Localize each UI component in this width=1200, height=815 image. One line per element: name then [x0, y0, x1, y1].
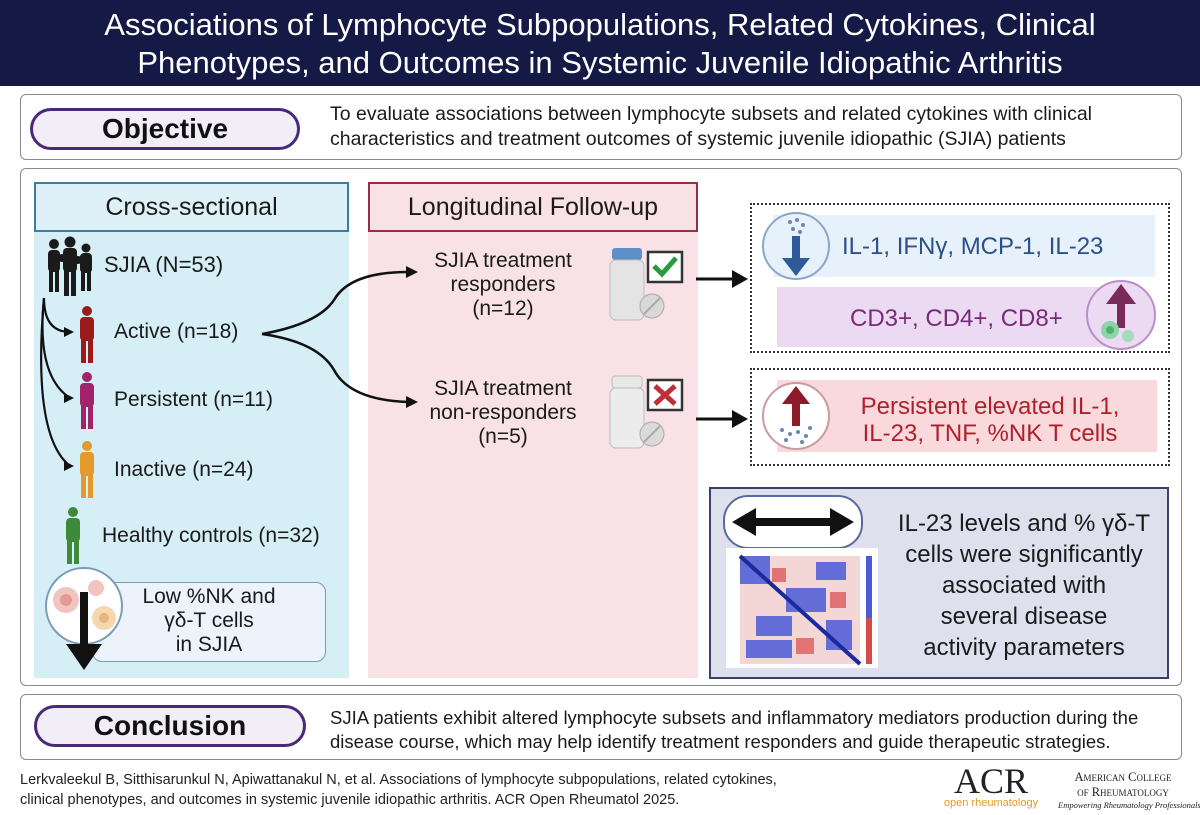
- title-line-2: Phenotypes, and Outcomes in Systemic Juv…: [137, 45, 1063, 80]
- title-line-1: Associations of Lymphocyte Subpopulation…: [104, 7, 1096, 42]
- active-person-icon: [80, 306, 94, 363]
- responders-line-2: responders: [450, 273, 556, 296]
- responder-outcome-box: [750, 203, 1170, 353]
- nonresponders-line-1: SJIA treatment: [434, 377, 572, 400]
- decreased-cytokines-text: IL-1, IFNγ, MCP-1, IL-23: [842, 233, 1104, 260]
- sjia-total-label: SJIA (N=53): [104, 252, 224, 277]
- people-group-icon: [48, 236, 92, 296]
- active-label: Active (n=18): [114, 320, 239, 343]
- responders-line-3: (n=12): [472, 297, 534, 320]
- double-arrow-icon: [723, 495, 863, 549]
- objective-text-2: characteristics and treatment outcomes o…: [330, 128, 1066, 150]
- decreased-cytokines-band: [773, 215, 1155, 277]
- association-line-3: associated with: [941, 572, 1107, 599]
- control-person-icon: [66, 507, 80, 564]
- nonresponders-line-2: non-responders: [429, 401, 577, 424]
- down-arrow-icon: [762, 212, 830, 280]
- increased-cells-text: CD3+, CD4+, CD8+: [850, 305, 1063, 332]
- low-nk-line-2: γδ-T cells: [164, 609, 254, 632]
- conclusion-text-2: disease course, which may help identify …: [330, 731, 1111, 752]
- pill-bottle-x-icon: [609, 375, 684, 449]
- persistent-label: Persistent (n=11): [114, 388, 273, 411]
- citation-line-1: Lerkvaleekul B, Sitthisarunkul N, Apiwat…: [20, 772, 777, 788]
- citation-line-2: clinical phenotypes, and outcomes in sys…: [20, 792, 680, 808]
- acr-logo-subtitle: open rheumatology: [943, 797, 1039, 809]
- low-nk-line-3: in SJIA: [175, 633, 243, 656]
- college-logo-line-2: of Rheumatology: [1077, 785, 1169, 799]
- responders-line-1: SJIA treatment: [434, 249, 572, 272]
- pill-bottle-check-icon: [609, 248, 684, 321]
- conclusion-text-1: SJIA patients exhibit altered lymphocyte…: [330, 707, 1139, 728]
- nonresponders-arrow: [696, 410, 748, 428]
- objective-text-1: To evaluate associations between lymphoc…: [330, 103, 1092, 125]
- inactive-label: Inactive (n=24): [114, 458, 254, 481]
- persistent-elevated-line-1: Persistent elevated IL-1,: [860, 393, 1120, 420]
- conclusion-pill: Conclusion: [34, 705, 306, 747]
- active-to-groups-arrows: [261, 266, 418, 408]
- low-nk-line-1: Low %NK and: [142, 585, 276, 608]
- responders-arrow: [696, 270, 748, 288]
- association-line-2: cells were significantly: [905, 541, 1143, 568]
- association-line-1: IL-23 levels and % γδ-T: [897, 510, 1151, 537]
- college-logo-line-1: American College: [1074, 770, 1172, 784]
- persistent-elevated-line-2: IL-23, TNF, %NK T cells: [862, 420, 1118, 447]
- up-arrow-icon: [1086, 280, 1156, 350]
- controls-label: Healthy controls (n=32): [102, 524, 320, 547]
- branch-lines: [40, 297, 74, 471]
- increased-cells-band: [777, 287, 1127, 347]
- cross-sectional-heading: Cross-sectional: [34, 182, 349, 232]
- title-banner: [0, 0, 1200, 86]
- nonresponder-outcome-box: [750, 368, 1170, 466]
- longitudinal-heading: Longitudinal Follow-up: [368, 182, 698, 232]
- college-logo-line-3: Empowering Rheumatology Professionals: [1058, 800, 1200, 810]
- objective-pill: Objective: [30, 108, 300, 150]
- nonresponders-line-3: (n=5): [478, 425, 528, 448]
- persistent-person-icon: [80, 372, 94, 429]
- persistent-elevated-band: [777, 380, 1157, 452]
- acr-logo-text: ACR: [953, 761, 1029, 801]
- low-nk-box: [92, 582, 326, 662]
- association-line-5: activity parameters: [923, 634, 1125, 661]
- up-arrow-cytokines-icon: [762, 382, 830, 450]
- heatmap-icon: [726, 548, 878, 668]
- cells-down-icon: [45, 567, 123, 670]
- association-line-4: several disease: [940, 603, 1108, 630]
- inactive-person-icon: [80, 441, 94, 498]
